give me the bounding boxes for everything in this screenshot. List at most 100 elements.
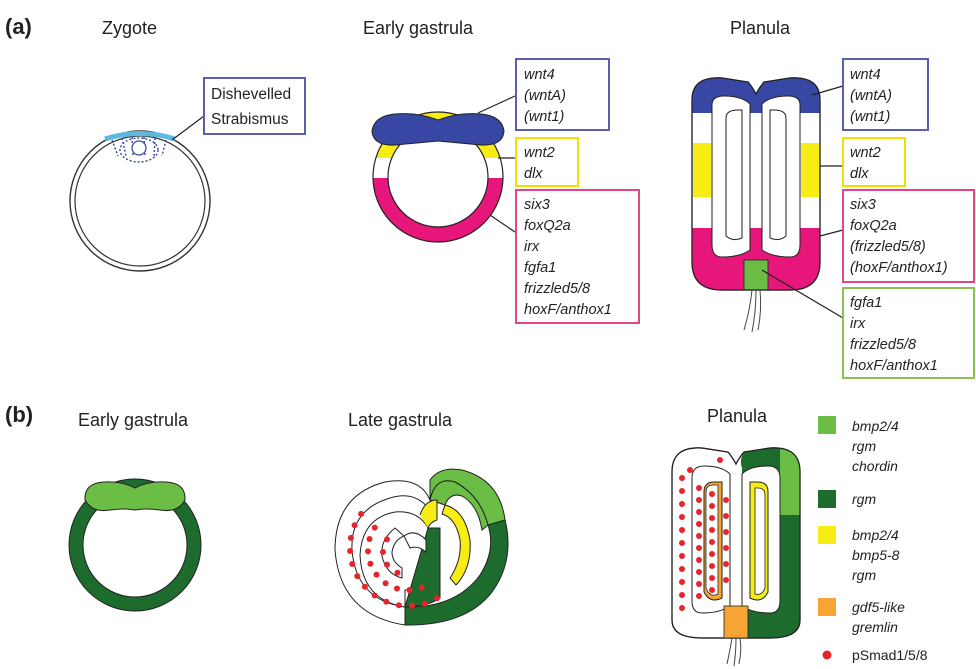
psmad-dot <box>372 593 378 599</box>
zygote-nucleus <box>132 141 146 155</box>
stage-title-zygote: Zygote <box>102 18 157 38</box>
psmad-dot <box>696 485 702 491</box>
psmad-dot <box>709 587 715 593</box>
psmad-dot <box>723 545 729 551</box>
gene-label: fgfa1 <box>524 260 556 276</box>
psmad-dot <box>723 513 729 519</box>
psmad-dot <box>696 593 702 599</box>
gene-label: dlx <box>850 166 869 182</box>
legend-label: gremlin <box>852 619 898 635</box>
gene-label: irx <box>850 316 866 332</box>
gene-label: wnt2 <box>850 145 881 161</box>
stage-title-early-gastrula-b: Early gastrula <box>78 410 189 430</box>
psmad-dot-icon <box>823 651 832 660</box>
early-gastrula-b-diagram <box>69 479 201 611</box>
psmad-dot <box>696 569 702 575</box>
psmad-dot <box>723 561 729 567</box>
psmad-dot <box>679 592 685 598</box>
legend-label: gdf5-like <box>852 599 905 615</box>
psmad-dot <box>709 539 715 545</box>
psmad-dot <box>383 580 389 586</box>
legend-item-light-green: bmp2/4 rgm chordin <box>818 416 899 474</box>
zygote-box-line: Strabismus <box>211 111 289 128</box>
psmad-dot <box>679 475 685 481</box>
psmad-dot <box>384 562 390 568</box>
planula-a-diagram <box>692 78 820 332</box>
gene-label: hoxF/anthox1 <box>524 302 612 318</box>
psmad-dot <box>348 535 354 541</box>
legend-label: rgm <box>852 567 876 583</box>
psmad-dot <box>696 497 702 503</box>
psmad-dot <box>394 586 400 592</box>
psmad-dot <box>380 549 386 555</box>
gene-label: (wnt1) <box>524 109 564 125</box>
gene-label: wnt2 <box>524 145 555 161</box>
gene-label: six3 <box>850 197 876 213</box>
psmad-dot <box>709 575 715 581</box>
planula-b-diagram <box>672 448 800 666</box>
legend-item-yellow: bmp2/4 bmp5-8 rgm <box>818 526 900 583</box>
legend-label: bmp2/4 <box>852 418 899 434</box>
psmad-dot <box>679 605 685 611</box>
gene-label: hoxF/anthox1 <box>850 358 938 374</box>
gene-label: (hoxF/anthox1) <box>850 260 948 276</box>
psmad-dot <box>696 581 702 587</box>
psmad-dot <box>723 577 729 583</box>
gene-label: (wntA) <box>524 88 566 104</box>
psmad-dot <box>352 522 358 528</box>
legend-label: bmp2/4 <box>852 527 899 543</box>
panel-a-label: (a) <box>5 14 32 39</box>
psmad-dot <box>347 548 353 554</box>
gene-label: (frizzled5/8) <box>850 239 926 255</box>
psmad-dot <box>679 579 685 585</box>
psmad-dot <box>354 573 360 579</box>
zygote-box: Dishevelled Strabismus <box>204 78 305 134</box>
psmad-dot <box>362 584 368 590</box>
psmad-dot <box>717 457 723 463</box>
gene-label: (wnt1) <box>850 109 890 125</box>
psmad-dot <box>395 570 401 576</box>
psmad-dot <box>696 557 702 563</box>
psmad-dot <box>396 602 402 608</box>
gene-label: (wntA) <box>850 88 892 104</box>
stage-title-planula-b: Planula <box>707 406 768 426</box>
legend-label: rgm <box>852 491 876 507</box>
psmad-dot <box>709 515 715 521</box>
psmad-dot <box>409 603 415 609</box>
psmad-dot <box>383 599 389 605</box>
psmad-dot <box>679 501 685 507</box>
psmad-dot <box>367 561 373 567</box>
psmad-dot <box>365 548 371 554</box>
psmad-dot <box>696 521 702 527</box>
gene-label: foxQ2a <box>850 218 897 234</box>
psmad-dot <box>434 595 440 601</box>
psmad-dot <box>723 497 729 503</box>
gastrula-box-blue: wnt4 (wntA) (wnt1) <box>516 59 609 130</box>
psmad-dot <box>384 536 390 542</box>
gastrula-box-yellow: wnt2 dlx <box>516 138 578 186</box>
gene-label: six3 <box>524 197 550 213</box>
legend-label: chordin <box>852 458 898 474</box>
psmad-dot <box>709 503 715 509</box>
legend-label: bmp5-8 <box>852 547 900 563</box>
psmad-dot <box>367 536 373 542</box>
legend-item-dark-green: rgm <box>818 490 876 508</box>
gene-label: fgfa1 <box>850 295 882 311</box>
zygote-diagram <box>70 116 210 271</box>
zygote-box-line: Dishevelled <box>211 86 291 103</box>
psmad-dot <box>709 527 715 533</box>
gene-label: dlx <box>524 166 543 182</box>
psmad-dot <box>696 533 702 539</box>
planula-box-green: fgfa1 irx frizzled5/8 hoxF/anthox1 <box>843 288 974 378</box>
psmad-dot <box>422 601 428 607</box>
psmad-dot <box>709 551 715 557</box>
psmad-dot <box>679 527 685 533</box>
planula-box-pink: six3 foxQ2a (frizzled5/8) (hoxF/anthox1) <box>843 190 974 282</box>
gene-label: foxQ2a <box>524 218 571 234</box>
psmad-dot <box>349 561 355 567</box>
psmad-dot <box>419 585 425 591</box>
planula-box-yellow: wnt2 dlx <box>843 138 905 186</box>
psmad-dot <box>358 511 364 517</box>
psmad-dot <box>709 563 715 569</box>
legend-label: rgm <box>852 438 876 454</box>
